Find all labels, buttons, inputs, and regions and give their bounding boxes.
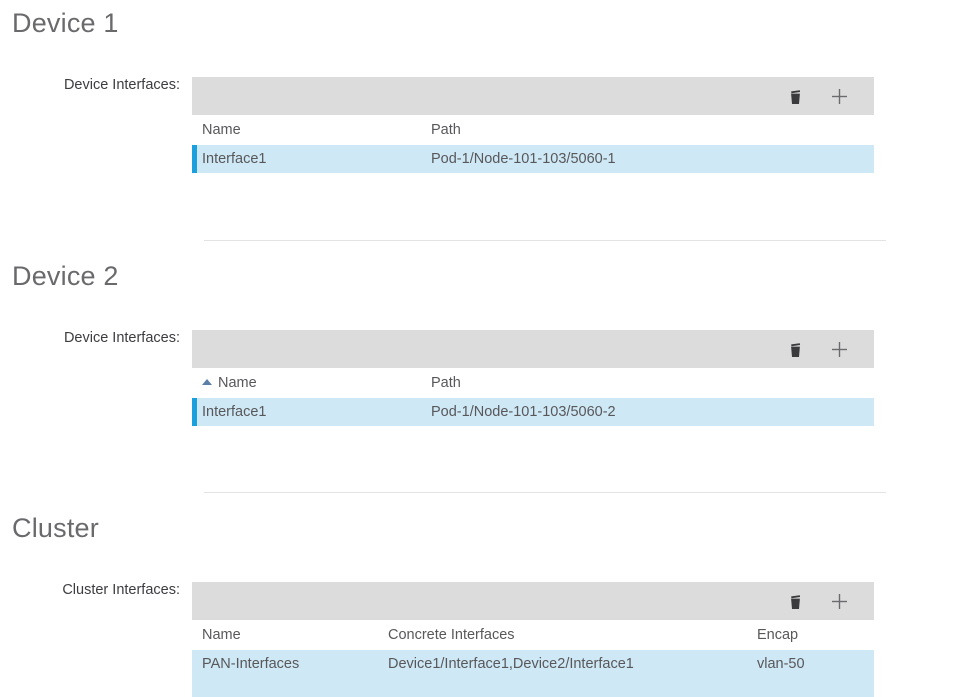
device-interfaces-widget-1: Name Path Interface1 Pod-1/Node-101-103/… (192, 77, 874, 173)
device-interfaces-label-1: Device Interfaces: (63, 77, 180, 93)
cell-path-1: Pod-1/Node-101-103/5060-1 (431, 151, 616, 167)
plus-icon (831, 593, 848, 610)
cell-encap: vlan-50 (757, 656, 805, 672)
column-header-name-3[interactable]: Name (202, 627, 388, 643)
add-button-1[interactable] (822, 81, 856, 111)
cluster-interfaces-label: Cluster Interfaces: (62, 582, 180, 598)
delete-button-3[interactable] (778, 586, 812, 616)
column-header-encap-label: Encap (757, 627, 799, 643)
table-row[interactable]: Interface1 Pod-1/Node-101-103/5060-2 (192, 398, 874, 426)
column-header-concrete-interfaces-label: Concrete Interfaces (388, 627, 515, 643)
table-row[interactable]: Interface1 Pod-1/Node-101-103/5060-1 (192, 145, 874, 173)
add-button-2[interactable] (822, 334, 856, 364)
widget-toolbar-2 (192, 330, 874, 368)
device-interfaces-label-2: Device Interfaces: (63, 330, 180, 346)
column-header-path-label-2: Path (431, 375, 461, 391)
column-header-path-label-1: Path (431, 122, 461, 138)
widget-toolbar-1 (192, 77, 874, 115)
column-header-encap[interactable]: Encap (757, 627, 874, 643)
trash-icon (788, 341, 803, 358)
device-interfaces-widget-2: Name Path Interface1 Pod-1/Node-101-103/… (192, 330, 874, 426)
trash-icon (788, 593, 803, 610)
section-device-1: Device 1 Device Interfaces: (0, 10, 874, 173)
sort-ascending-icon (202, 379, 212, 385)
add-button-3[interactable] (822, 586, 856, 616)
column-header-path-1[interactable]: Path (431, 122, 731, 138)
section-title-device-1: Device 1 (12, 8, 119, 38)
section-divider-1 (204, 240, 886, 241)
section-device-2: Device 2 Device Interfaces: (0, 263, 874, 426)
column-header-name-label-1: Name (202, 122, 241, 138)
column-header-name-1[interactable]: Name (202, 122, 431, 138)
plus-icon (831, 341, 848, 358)
section-cluster: Cluster Cluster Interfaces: (0, 515, 874, 697)
column-header-path-2[interactable]: Path (431, 375, 731, 391)
table-row[interactable]: PAN-Interfaces Device1/Interface1,Device… (192, 650, 874, 697)
grid-header-2: Name Path (192, 368, 874, 398)
delete-button-1[interactable] (778, 81, 812, 111)
widget-toolbar-3 (192, 582, 874, 620)
delete-button-2[interactable] (778, 334, 812, 364)
trash-icon (788, 88, 803, 105)
column-header-concrete-interfaces[interactable]: Concrete Interfaces (388, 627, 757, 643)
cell-concrete-interfaces: Device1/Interface1,Device2/Interface1 (388, 656, 634, 672)
column-header-name-2[interactable]: Name (202, 375, 431, 391)
column-header-name-label-2: Name (218, 375, 257, 391)
grid-header-3: Name Concrete Interfaces Encap (192, 620, 874, 650)
cell-path-2: Pod-1/Node-101-103/5060-2 (431, 404, 616, 420)
device-interfaces-field-row-2: Device Interfaces: (0, 330, 874, 426)
grid-header-1: Name Path (192, 115, 874, 145)
section-title-device-2: Device 2 (12, 261, 119, 291)
section-divider-2 (204, 492, 886, 493)
device-interfaces-field-row-1: Device Interfaces: (0, 77, 874, 173)
cell-name-3: PAN-Interfaces (202, 656, 300, 672)
column-header-name-label-3: Name (202, 627, 241, 643)
cell-name-2: Interface1 (202, 404, 267, 420)
section-title-cluster: Cluster (12, 513, 99, 543)
cell-name-1: Interface1 (202, 151, 267, 167)
plus-icon (831, 88, 848, 105)
